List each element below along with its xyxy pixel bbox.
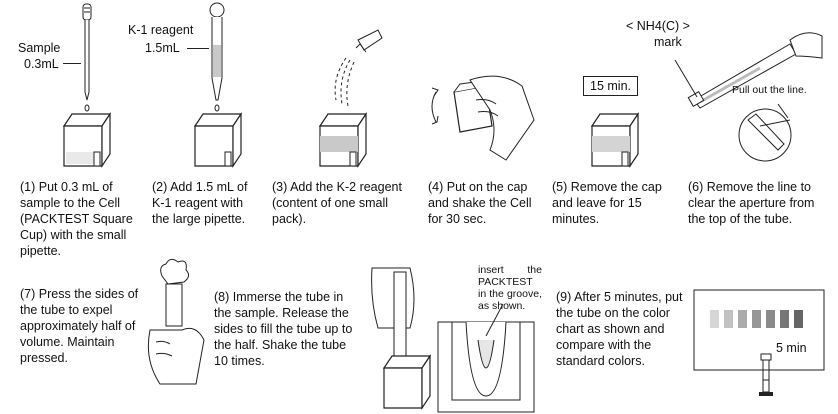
sample-pointer: [63, 63, 81, 64]
insert-label: insert the PACKTEST in the groove, as sh…: [478, 264, 542, 312]
step-number: (6): [688, 180, 704, 194]
small-pipette-icon: [82, 3, 92, 112]
step-number: (2): [152, 180, 168, 194]
step-text: Put 0.3 mL of sample to the Cell (PACKTE…: [20, 180, 133, 258]
pull-line-label: Pull out the line.: [732, 84, 807, 96]
step-4: (4) Put on the cap and shake the Cell fo…: [428, 179, 544, 227]
color-swatch: [724, 310, 733, 328]
color-swatch: [766, 310, 775, 328]
cell-cup-3: [319, 113, 367, 167]
step-text: Remove the cap and leave for 15 minutes.: [552, 180, 662, 226]
color-swatch: [752, 310, 761, 328]
mark-label: mark: [654, 35, 682, 49]
step-number: (9): [556, 290, 572, 304]
step-5: (5) Remove the cap and leave for 15 minu…: [552, 179, 678, 227]
timer-badge: 15 min.: [583, 76, 638, 96]
press-tube-icon: [147, 258, 205, 385]
step-number: (1): [20, 180, 36, 194]
k1-label: K-1 reagent: [128, 23, 194, 37]
tube-on-chart-icon: [759, 353, 773, 396]
step-1: (1) Put 0.3 mL of sample to the Cell (PA…: [20, 179, 138, 259]
sample-label: Sample: [18, 41, 61, 55]
tube-pull-line-icon: [674, 32, 823, 162]
step-3: (3) Add the K-2 reagent (content of one …: [272, 179, 418, 227]
step-text: Add 1.5 mL of K-1 reagent with the large…: [152, 180, 248, 226]
chart-time-label: 5 min: [776, 341, 807, 355]
cell-cup-2: [194, 113, 242, 167]
immerse-tube-icon: [371, 267, 535, 413]
step-6: (6) Remove the line to clear the apertur…: [688, 179, 828, 227]
color-swatch: [710, 310, 719, 328]
step-number: (5): [552, 180, 568, 194]
large-pipette-icon: [209, 2, 225, 112]
step-number: (8): [214, 290, 230, 304]
nh4-mark-label: < NH4(C) >: [626, 19, 690, 33]
step-number: (3): [272, 180, 288, 194]
k1-pointer: [187, 48, 209, 49]
step-text: Remove the line to clear the aperture fr…: [688, 180, 815, 226]
reagent-pack-icon: [334, 29, 383, 107]
color-swatch: [780, 310, 789, 328]
step-text: Put on the cap and shake the Cell for 30…: [428, 180, 532, 226]
step-number: (7): [20, 287, 36, 301]
step-7: (7) Press the sides of the tube to expel…: [20, 286, 144, 366]
color-swatch: [794, 310, 803, 328]
shake-hand-icon: [431, 75, 535, 161]
color-swatch: [738, 310, 747, 328]
color-chart: [693, 289, 825, 371]
sample-volume-label: 0.3mL: [24, 57, 59, 71]
k1-volume-label: 1.5mL: [145, 41, 180, 55]
step-8: (8) Immerse the tube in the sample. Rele…: [214, 289, 360, 369]
cell-cup-1: [63, 113, 111, 167]
cell-cup-5: [591, 113, 639, 167]
step-text: Press the sides of the tube to expel app…: [20, 287, 139, 365]
step-9: (9) After 5 minutes, put the tube on the…: [556, 289, 684, 369]
step-2: (2) Add 1.5 mL of K-1 reagent with the l…: [152, 179, 260, 227]
step-text: Add the K-2 reagent (content of one smal…: [272, 180, 402, 226]
step-number: (4): [428, 180, 444, 194]
step-text: After 5 minutes, put the tube on the col…: [556, 290, 683, 368]
step-text: Immerse the tube in the sample. Release …: [214, 290, 353, 368]
